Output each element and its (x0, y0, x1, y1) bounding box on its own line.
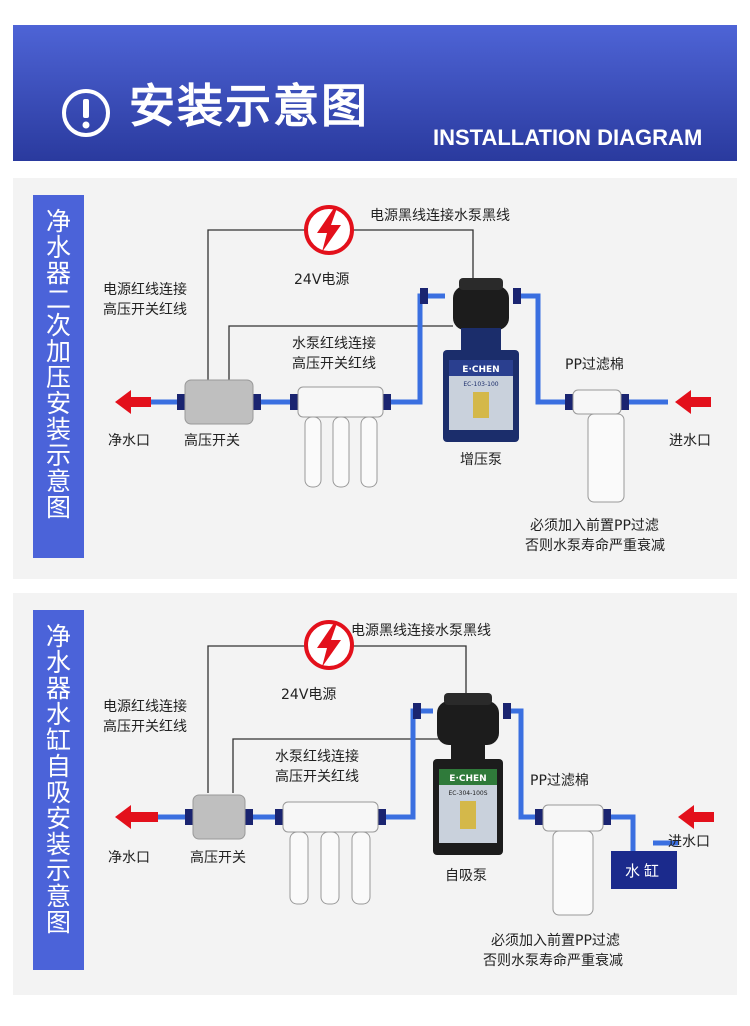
outlet-arrow (115, 805, 158, 829)
exclamation-circle-icon (62, 89, 110, 137)
red-wire-label-line1: 电源红线连接 (103, 282, 187, 298)
power-label: 24V电源 (281, 687, 337, 703)
page-subtitle: INSTALLATION DIAGRAM (433, 125, 703, 150)
note-line1: 必须加入前置PP过滤 (530, 518, 659, 534)
pump-wire-label-line1: 水泵红线连接 (275, 749, 359, 765)
page-title: 安装示意图 (129, 79, 369, 133)
power-label: 24V电源 (294, 272, 350, 288)
note-line1: 必须加入前置PP过滤 (491, 933, 620, 949)
pp-filter-label: PP过滤棉 (565, 357, 624, 373)
svg-text:E·CHEN: E·CHEN (449, 774, 486, 784)
svg-text:EC-304-100S: EC-304-100S (448, 790, 487, 797)
membrane-housing-graphic (282, 801, 379, 905)
outlet-label: 净水口 (108, 850, 150, 866)
booster-diagram-graphic: E·CHEN EC-103-100 (115, 205, 711, 503)
inlet-label: 进水口 (669, 433, 711, 449)
inlet-arrow (675, 390, 711, 414)
self-priming-pump-graphic: E·CHEN EC-304-100S (433, 693, 503, 855)
pressure-switch-graphic (192, 794, 246, 840)
switch-label: 高压开关 (184, 433, 240, 449)
note-line2: 否则水泵寿命严重衰减 (483, 953, 623, 969)
self-priming-diagram-graphic: E·CHEN EC-304-100S (115, 620, 714, 916)
red-wire (228, 325, 453, 388)
booster-pump-graphic: E·CHEN EC-103-100 (443, 278, 519, 442)
power-lightning-icon (304, 620, 354, 670)
header-banner: 安装示意图 INSTALLATION DIAGRAM (13, 25, 737, 161)
pump-wire-label-line2: 高压开关红线 (292, 356, 376, 372)
pump-label: 自吸泵 (445, 868, 487, 884)
pump-wire-label-line1: 水泵红线连接 (292, 336, 376, 352)
black-wire-label: 电源黑线连接水泵黑线 (370, 208, 510, 224)
pp-filter-graphic (542, 804, 604, 916)
svg-text:EC-103-100: EC-103-100 (463, 381, 498, 388)
red-wire (232, 738, 446, 793)
power-lightning-icon (304, 205, 354, 255)
side-label: 净水器水缸自吸安装示意图 (33, 610, 84, 970)
side-label: 净水器二次加压安装示意图 (33, 195, 84, 558)
note-line2: 否则水泵寿命严重衰减 (525, 538, 665, 554)
diagram-panel-self-priming: E·CHEN EC-304-100S 净水器水缸自吸安装示意图 电源黑线连接水泵… (13, 593, 737, 995)
inlet-label: 进水口 (668, 834, 710, 850)
water-tank: 水缸 (611, 851, 677, 889)
black-wire-label: 电源黑线连接水泵黑线 (351, 623, 491, 639)
pp-filter-label: PP过滤棉 (530, 773, 589, 789)
pp-filter-graphic (572, 389, 625, 503)
red-wire-label-line2: 高压开关红线 (103, 719, 187, 735)
switch-label: 高压开关 (190, 850, 246, 866)
outlet-label: 净水口 (108, 433, 150, 449)
red-wire-label-line1: 电源红线连接 (103, 699, 187, 715)
pressure-switch-graphic (184, 379, 254, 425)
svg-text:E·CHEN: E·CHEN (462, 365, 499, 375)
red-wire-label-line2: 高压开关红线 (103, 302, 187, 318)
inlet-arrow (678, 805, 714, 829)
pump-wire-label-line2: 高压开关红线 (275, 769, 359, 785)
diagram-panel-booster: E·CHEN EC-103-100 净水器二次加压安装示意图 电源黑线连接水泵黑… (13, 178, 737, 579)
pump-label: 增压泵 (460, 452, 502, 468)
membrane-housing-graphic (297, 386, 384, 488)
outlet-arrow (115, 390, 151, 414)
